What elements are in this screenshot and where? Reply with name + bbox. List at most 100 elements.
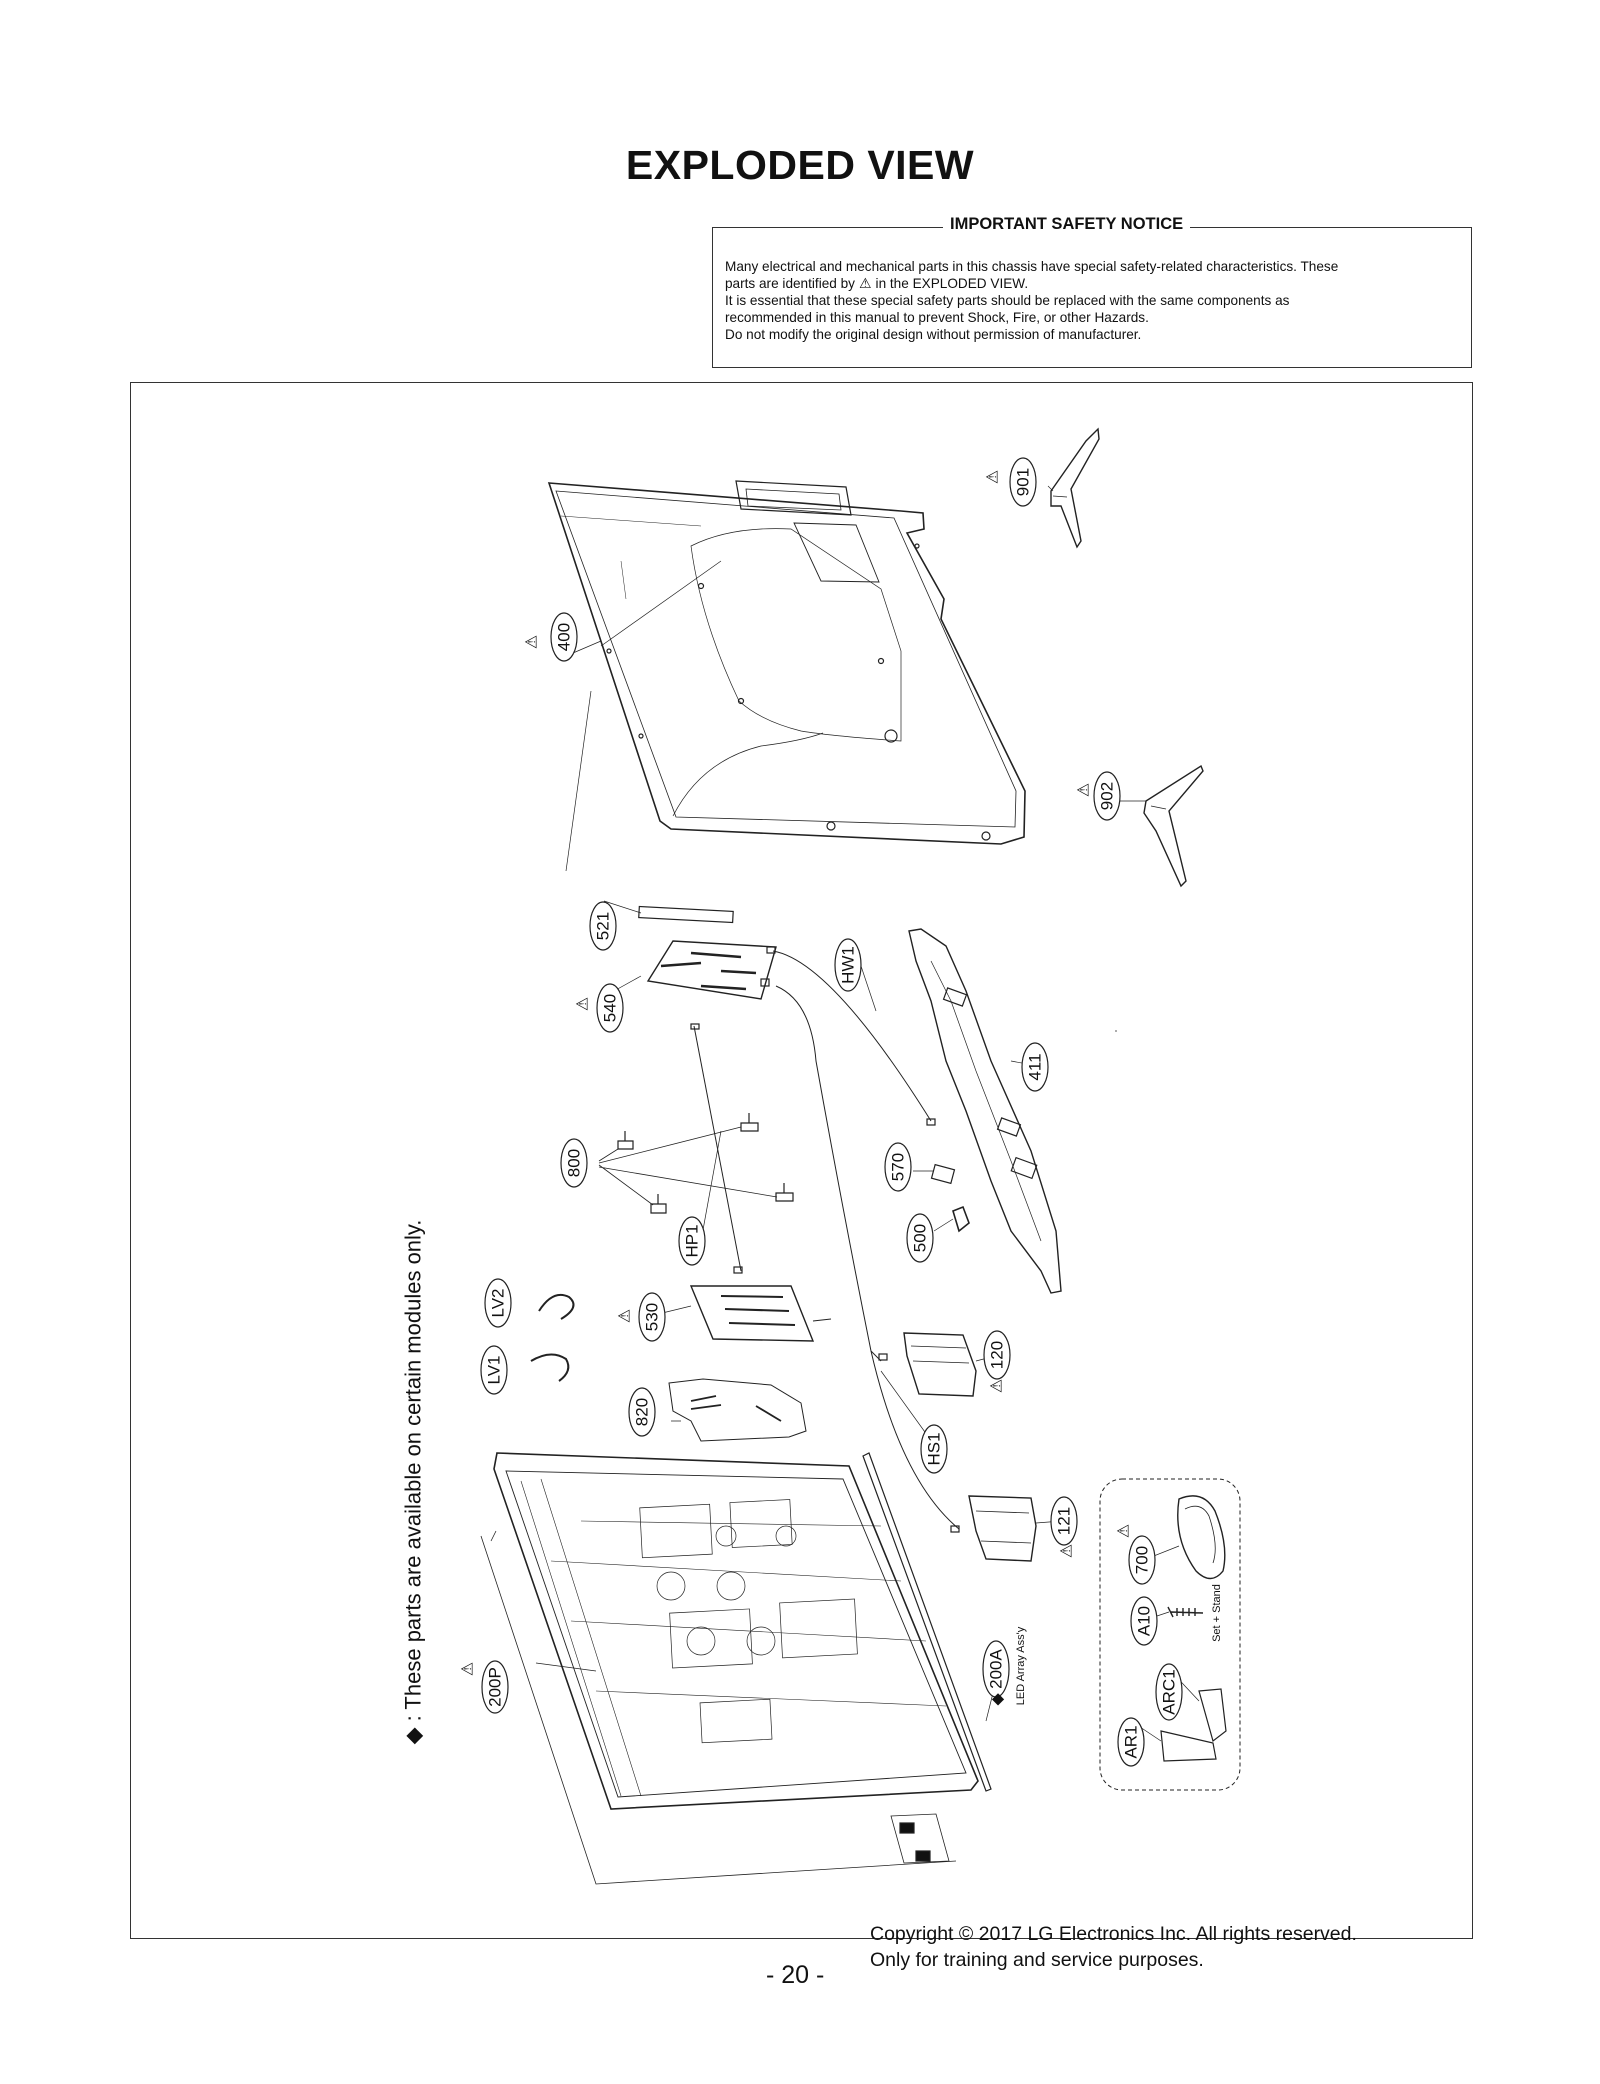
callout-label: A10 xyxy=(1135,1606,1154,1636)
callout-hp1: HP1 xyxy=(678,1216,706,1266)
callout-820: 820 xyxy=(628,1387,656,1437)
speaker-part-120 xyxy=(903,1332,977,1397)
exploded-view-frame: 901 400 902 521 540 HW1 411 800 xyxy=(130,382,1473,1939)
availability-note: ◆ : These parts are available on certain… xyxy=(401,1220,426,1745)
callout-a10: A10 xyxy=(1130,1596,1158,1646)
side-bracket-part-411 xyxy=(908,928,1062,1294)
bracket-part-521 xyxy=(638,905,734,924)
warning-icon: ⚠ xyxy=(858,275,872,291)
callout-120: 120 xyxy=(983,1330,1011,1380)
speaker-part-121 xyxy=(968,1495,1037,1562)
warning-icon: ⚠ xyxy=(985,470,1002,484)
copyright-line: Copyright © 2017 LG Electronics Inc. All… xyxy=(870,1923,1357,1945)
callout-label: 540 xyxy=(601,994,620,1022)
callout-label: 200A xyxy=(987,1648,1006,1688)
callout-label: AR1 xyxy=(1122,1725,1141,1758)
screw-part-a10 xyxy=(1167,1606,1204,1618)
callout-label: 820 xyxy=(633,1398,652,1426)
warning-icon: ⚠ xyxy=(1116,1524,1133,1538)
callout-label: LV1 xyxy=(485,1356,504,1385)
callout-400: 400 xyxy=(550,612,578,662)
copyright-line: Only for training and service purposes. xyxy=(870,1949,1204,1971)
part-ar1 xyxy=(1160,1730,1217,1762)
notice-line: It is essential that these special safet… xyxy=(725,293,1290,308)
warning-icon: ⚠ xyxy=(524,635,541,649)
led-array-label: LED Array Ass'y xyxy=(1015,1626,1027,1705)
main-board-part xyxy=(646,940,777,1000)
callout-ar1: AR1 xyxy=(1117,1717,1145,1767)
callout-label: HS1 xyxy=(925,1432,944,1465)
callout-500: 500 xyxy=(906,1213,934,1263)
callout-label: HP1 xyxy=(683,1224,702,1257)
callout-label: HW1 xyxy=(839,946,858,984)
callout-901: 901 xyxy=(1009,457,1037,507)
callout-700: 700 xyxy=(1128,1535,1156,1585)
stand-part-902 xyxy=(1143,764,1204,888)
notice-line: recommended in this manual to prevent Sh… xyxy=(725,310,1149,325)
warning-icon: ⚠ xyxy=(1059,1544,1076,1558)
callout-label: 800 xyxy=(565,1149,584,1177)
callout-121: 121 xyxy=(1050,1496,1078,1546)
callout-lv1: LV1 xyxy=(480,1345,508,1395)
callout-hs1: HS1 xyxy=(920,1424,948,1474)
callout-label: 500 xyxy=(911,1224,930,1252)
notice-line: Do not modify the original design withou… xyxy=(725,327,1142,342)
callout-arc1: ARC1 xyxy=(1155,1663,1183,1721)
callout-label: 530 xyxy=(643,1303,662,1331)
display-panel-part xyxy=(480,1452,979,1885)
callout-800: 800 xyxy=(560,1138,588,1188)
warning-icon: ⚠ xyxy=(617,1309,634,1323)
callout-902: 902 xyxy=(1093,771,1121,821)
accessory-group-box xyxy=(1099,1478,1241,1791)
callout-540: 540 xyxy=(596,983,624,1033)
wire-harness xyxy=(690,950,960,1533)
safety-notice-title: IMPORTANT SAFETY NOTICE xyxy=(943,215,1191,234)
callout-label: 901 xyxy=(1014,468,1033,496)
safety-notice-body: Many electrical and mechanical parts in … xyxy=(725,258,1459,343)
warning-icon: ⚠ xyxy=(575,997,592,1011)
screw-brackets-part-800 xyxy=(598,1113,794,1214)
callout-label: 121 xyxy=(1055,1507,1074,1535)
callout-label: 902 xyxy=(1098,782,1117,810)
page-title: EXPLODED VIEW xyxy=(625,142,975,188)
callout-521: 521 xyxy=(589,901,617,951)
warning-icon: ⚠ xyxy=(460,1662,477,1676)
callout-label: ARC1 xyxy=(1160,1669,1179,1714)
insulator-sheet-part xyxy=(668,1378,807,1442)
callout-200a: 200A xyxy=(982,1640,1010,1698)
callout-label: 200P xyxy=(486,1667,505,1707)
power-board-part xyxy=(689,1285,832,1342)
callout-label: 400 xyxy=(555,623,574,651)
notice-line-part: parts are identified by xyxy=(725,276,855,291)
callout-label: 700 xyxy=(1133,1546,1152,1574)
diamond-icon: ◆ xyxy=(992,1691,1005,1708)
lvds-cable-lv1 xyxy=(530,1353,570,1382)
callout-530: 530 xyxy=(638,1292,666,1342)
callout-label: LV2 xyxy=(489,1289,508,1318)
callout-label: 411 xyxy=(1026,1053,1045,1080)
led-array-part xyxy=(862,1452,992,1792)
callout-411: 411 xyxy=(1021,1042,1049,1092)
stand-part-901 xyxy=(1050,427,1100,549)
exploded-view-diagram: 901 400 902 521 540 HW1 411 800 xyxy=(401,427,1241,1885)
callout-hw1: HW1 xyxy=(834,938,862,992)
callout-label: 120 xyxy=(988,1341,1007,1369)
remote-part-700 xyxy=(1177,1495,1226,1580)
callout-lv2: LV2 xyxy=(484,1278,512,1328)
lvds-cable-lv2 xyxy=(538,1293,575,1320)
notice-line: Many electrical and mechanical parts in … xyxy=(725,259,1339,274)
warning-icon: ⚠ xyxy=(1076,783,1093,797)
safety-notice-box: IMPORTANT SAFETY NOTICE Many electrical … xyxy=(712,215,1472,368)
page-number: - 20 - xyxy=(766,1961,825,1989)
back-cover-part xyxy=(547,480,1026,845)
callout-570: 570 xyxy=(884,1142,912,1192)
notice-line: parts are identified by⚠in the EXPLODED … xyxy=(725,275,1459,292)
callout-200p: 200P xyxy=(481,1660,509,1714)
set-stand-label: Set + Stand xyxy=(1211,1584,1223,1642)
part-570 xyxy=(930,1163,956,1185)
warning-icon: ⚠ xyxy=(989,1379,1006,1393)
callout-label: 570 xyxy=(889,1153,908,1181)
part-arc1 xyxy=(1198,1688,1227,1743)
part-500 xyxy=(952,1205,970,1233)
callout-label: 521 xyxy=(594,912,613,940)
